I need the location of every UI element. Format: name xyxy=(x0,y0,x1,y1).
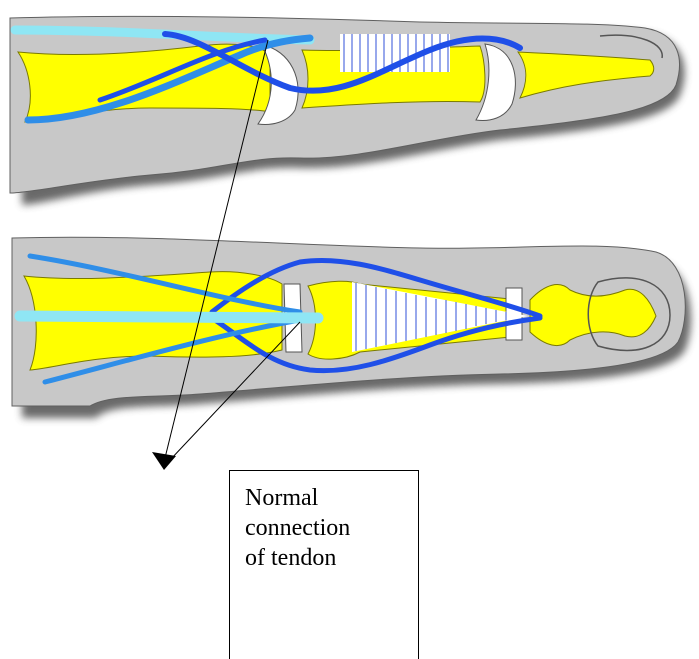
callout-line-1: Normal xyxy=(245,483,408,513)
bottom-finger xyxy=(12,237,691,418)
callout-line-2: connection xyxy=(245,513,408,543)
top-finger xyxy=(10,16,685,205)
callout-label-box: Normal connection of tendon xyxy=(229,470,419,659)
arrowhead xyxy=(152,452,176,470)
callout-line-3: of tendon xyxy=(245,543,408,573)
bottom-light-tendon xyxy=(20,316,318,318)
